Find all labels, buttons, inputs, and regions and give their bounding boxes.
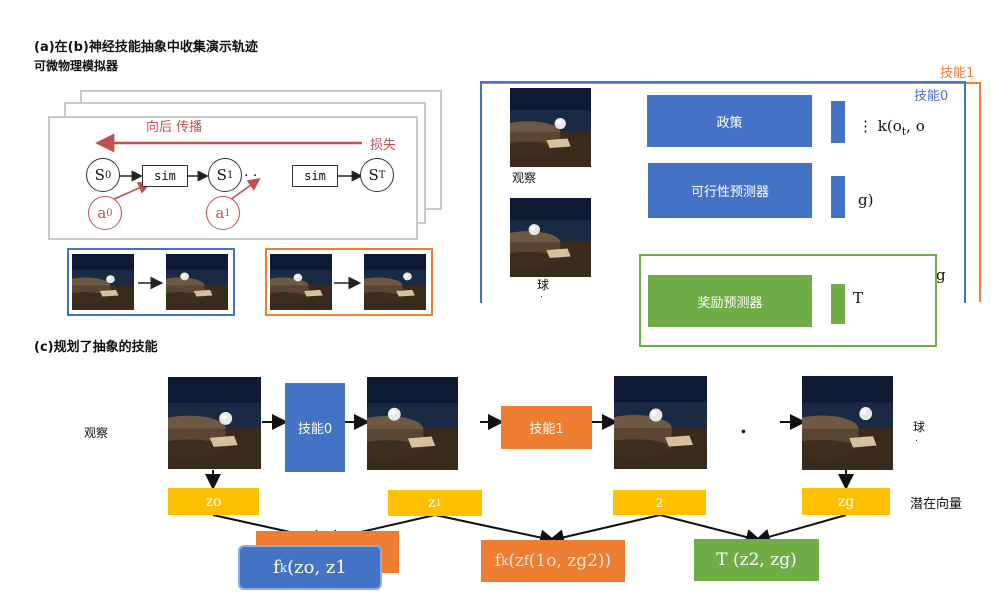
skill0-label: 技能0	[914, 89, 949, 104]
section-c-title: (c)规划了抽象的技能	[34, 340, 158, 355]
sim-box-2: sim	[292, 165, 338, 187]
feasibility-box: 可行性预测器	[648, 163, 812, 218]
ball-label-b: 球	[537, 278, 550, 292]
latent-zg: zg	[802, 488, 890, 515]
policy-box: 政策	[647, 95, 812, 147]
reward-formula: T	[853, 289, 864, 307]
feas-output-bar	[831, 176, 845, 218]
skill0-left-line	[480, 81, 482, 303]
scene-photo-9	[614, 376, 707, 469]
s1-dots: . .	[244, 164, 258, 180]
feas-formula: g)	[858, 191, 874, 209]
skill0-right-line	[964, 81, 966, 303]
ellipsis-dot: .	[740, 414, 747, 438]
scene-photo-8	[367, 377, 458, 470]
latent-z2: 2	[613, 490, 706, 515]
latent-z0: zo	[168, 488, 259, 515]
skill0-box-c: 技能0	[285, 383, 345, 472]
scene-photo-7	[168, 377, 261, 469]
section-a-subtitle: 可微物理模拟器	[34, 59, 119, 73]
skill0-top-line	[480, 81, 966, 83]
obs-label-c: 观察	[84, 426, 109, 440]
sim-box-1: sim	[142, 165, 188, 187]
ball-sub-b: .	[540, 290, 543, 300]
latent-vector-label: 潜在向量	[910, 497, 963, 512]
demo-orange-frame	[265, 248, 433, 316]
ball-label-c: 球	[913, 420, 926, 434]
scene-photo-5	[510, 88, 591, 167]
g-label: g	[936, 266, 946, 284]
scene-photo-4	[364, 254, 426, 310]
scene-photo-6	[510, 198, 591, 277]
skill1-label: 技能1	[940, 66, 975, 81]
policy-output-bar	[831, 101, 845, 143]
scene-photo-2	[166, 254, 228, 310]
reward-frame	[639, 254, 937, 347]
scene-photo-1	[72, 254, 134, 310]
loss-label: 损失	[370, 138, 397, 153]
ball-sub-c: .	[915, 434, 918, 444]
reward-output-bar	[831, 284, 845, 324]
demo-blue-frame	[67, 248, 235, 316]
scene-photo-10	[802, 376, 893, 470]
backprop-label: 向后 传播	[146, 120, 203, 135]
obs-label-b: 观察	[512, 171, 537, 185]
scene-photo-3	[270, 254, 332, 310]
skill1-box-c: 技能1	[501, 406, 592, 449]
policy-formula: ⋮ k(ot, o	[858, 117, 925, 138]
section-a-title: (a)在(b)神经技能抽象中收集演示轨迹	[34, 40, 258, 55]
skill1-right-line	[979, 82, 981, 302]
reward-box: 奖励预测器	[648, 275, 812, 327]
t-box: T (z2, zg)	[694, 539, 819, 581]
skill1-top-line	[481, 82, 981, 84]
